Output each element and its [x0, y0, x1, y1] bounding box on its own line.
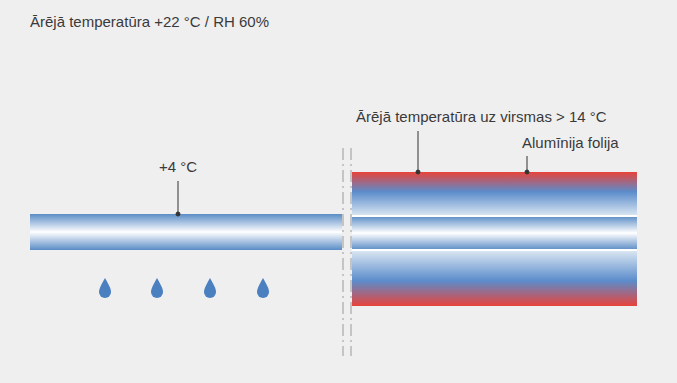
leader-line: [418, 131, 419, 172]
water-drop: [204, 278, 216, 298]
leader-dot: [176, 212, 180, 216]
break-lines: [343, 148, 351, 356]
leader-dot: [416, 170, 420, 174]
label: Alumīnija folija: [522, 134, 619, 152]
water-drop: [151, 278, 163, 298]
pipe-wall: [352, 249, 637, 251]
break-line: [351, 148, 352, 356]
insulation-bottom: [352, 250, 637, 306]
insulated-pipe: [352, 216, 637, 250]
water-drop: [257, 278, 269, 298]
water-drop: [99, 278, 111, 298]
label: +4 °C: [159, 158, 197, 176]
label: Ārējā temperatūra uz virsmas > 14 °C: [356, 108, 607, 126]
leader-dot: [525, 170, 529, 174]
insulation-top: [352, 172, 637, 216]
pipe-wall: [352, 215, 637, 217]
heading: Ārējā temperatūra +22 °C / RH 60%: [30, 13, 269, 31]
break-line: [343, 148, 344, 356]
leader-lines: [176, 131, 529, 216]
cold-pipe: [30, 214, 342, 250]
condensation-drops: [99, 278, 269, 298]
leader-line: [178, 181, 179, 214]
